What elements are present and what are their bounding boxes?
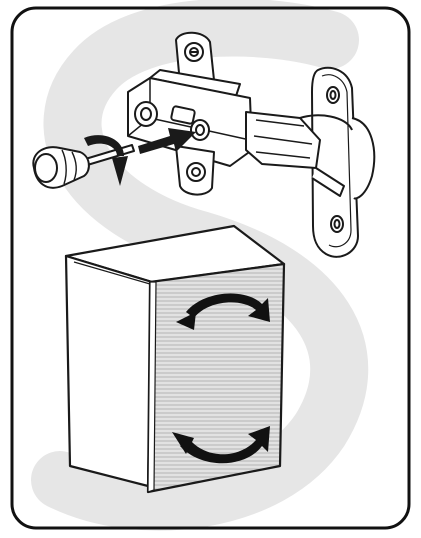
hinge-lower-wing xyxy=(176,146,214,195)
cabinet-side xyxy=(66,256,152,486)
hinge-mounting-plate xyxy=(312,68,374,257)
